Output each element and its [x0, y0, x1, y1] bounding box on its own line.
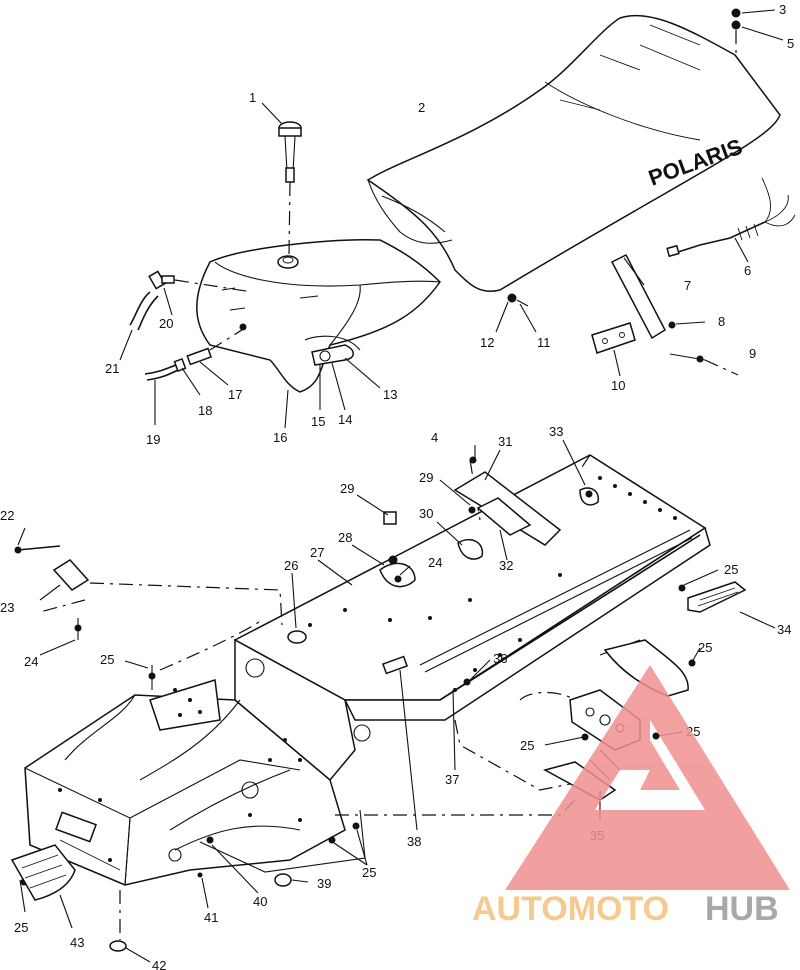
callout-7: 7 — [684, 278, 691, 293]
callout-24-front: 24 — [24, 654, 38, 669]
callout-11: 11 — [537, 335, 551, 350]
watermark-triangle-icon — [505, 665, 790, 890]
callout-33: 33 — [549, 424, 563, 439]
tunnel-hardware — [20, 456, 696, 886]
callout-19: 19 — [146, 432, 160, 447]
seat-bolts — [495, 293, 537, 333]
callout-43: 43 — [70, 935, 84, 950]
callout-34: 34 — [777, 622, 791, 637]
callout-13: 13 — [383, 387, 397, 402]
callout-25-rear-top: 25 — [724, 562, 738, 577]
vent-fitting-and-hose — [119, 270, 253, 361]
wire-harness — [666, 177, 796, 263]
callout-41: 41 — [204, 910, 218, 925]
chassis-frame — [233, 454, 747, 782]
callout-37: 37 — [445, 772, 459, 787]
watermark-text-automoto: AUTOMOTO — [472, 890, 669, 928]
fuel-line-fittings — [144, 323, 247, 425]
callout-39: 39 — [317, 876, 331, 891]
callout-6: 6 — [744, 263, 751, 278]
callout-21: 21 — [105, 361, 119, 376]
callout-15: 15 — [311, 414, 325, 429]
callout-40: 40 — [253, 894, 267, 909]
callout-23: 23 — [0, 600, 14, 615]
callout-31: 31 — [498, 434, 512, 449]
callout-1: 1 — [249, 90, 256, 105]
callout-25-rear-mid: 25 — [698, 640, 712, 655]
fuel-tank — [196, 239, 441, 393]
callout-25-front-left: 25 — [14, 920, 28, 935]
watermark-logo: AUTOMOTO HUB — [472, 665, 790, 928]
callout-10: 10 — [611, 378, 625, 393]
callout-29-right: 29 — [419, 470, 433, 485]
callout-20: 20 — [159, 316, 173, 331]
chassis-leaders — [17, 439, 776, 963]
tank-leaders — [284, 357, 381, 429]
front-bulkhead — [24, 679, 366, 886]
callout-32: 32 — [499, 558, 513, 573]
seat-fasteners — [731, 8, 784, 58]
callout-17: 17 — [228, 387, 242, 402]
callout-9: 9 — [749, 346, 756, 361]
callout-38: 38 — [407, 834, 421, 849]
callout-5: 5 — [787, 36, 794, 51]
callout-22: 22 — [0, 508, 14, 523]
callout-2: 2 — [418, 100, 425, 115]
front-components — [10, 545, 292, 952]
callout-36: 36 — [493, 651, 507, 666]
callout-30: 30 — [419, 506, 433, 521]
bulkhead-rivets — [58, 688, 302, 862]
seat: POLARIS — [366, 14, 781, 292]
seat-strap-assembly — [591, 253, 739, 377]
watermark-text-hub: HUB — [705, 890, 779, 928]
callout-14: 14 — [338, 412, 352, 427]
callout-25-bottom: 25 — [362, 865, 376, 880]
callout-42: 42 — [152, 958, 166, 970]
callout-18: 18 — [198, 403, 212, 418]
callout-27: 27 — [310, 545, 324, 560]
callout-25-center: 25 — [520, 738, 534, 753]
callout-25-left: 25 — [100, 652, 114, 667]
callout-24-tunnel: 24 — [428, 555, 442, 570]
callout-26: 26 — [284, 558, 298, 573]
callout-8: 8 — [718, 314, 725, 329]
fuel-cap-and-pickup — [261, 102, 302, 256]
callout-3: 3 — [779, 2, 786, 17]
callout-12: 12 — [480, 335, 494, 350]
callout-29-left: 29 — [340, 481, 354, 496]
callout-16: 16 — [273, 430, 287, 445]
callout-4: 4 — [431, 430, 438, 445]
callout-28: 28 — [338, 530, 352, 545]
